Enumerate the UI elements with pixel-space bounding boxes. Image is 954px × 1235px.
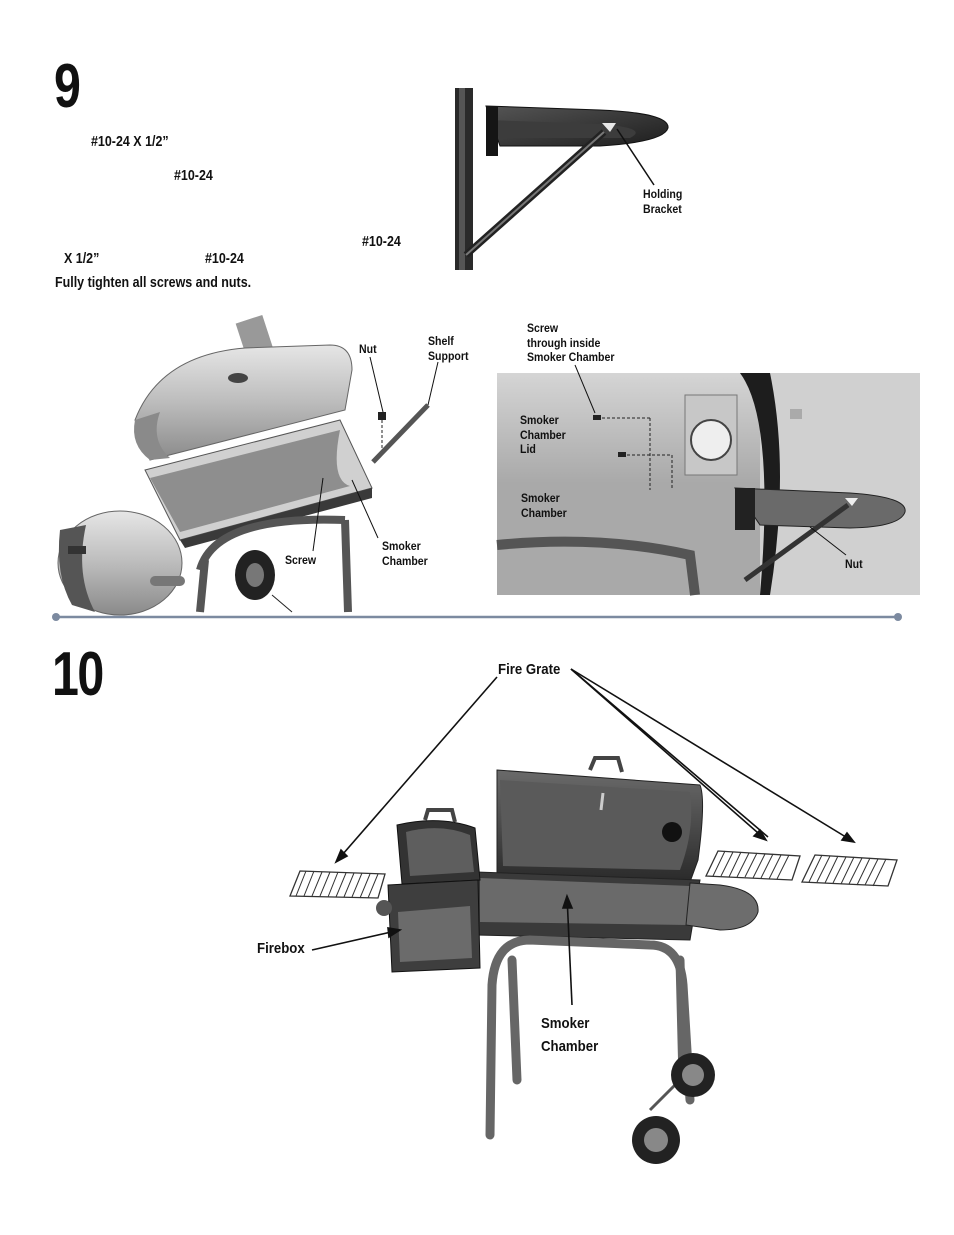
instruction-screw-size-2: X 1/2” — [64, 251, 100, 267]
label-smoker-chamber-left: Smoker Chamber — [382, 539, 428, 568]
step-10-number: 10 — [52, 640, 104, 709]
holding-bracket-image — [455, 88, 669, 270]
label-firebox: Firebox — [257, 940, 305, 957]
smoker-right-image — [496, 364, 920, 596]
label-shelf-support: Shelf Support — [428, 334, 469, 363]
step-9-number: 9 — [54, 52, 81, 121]
label-holding-bracket: Holding Bracket — [643, 187, 683, 216]
label-screw-left: Screw — [285, 553, 317, 567]
instruction-screw-size: #10-24 X 1/2” — [91, 134, 169, 150]
instruction-nut-size: #10-24 — [174, 168, 213, 184]
instruction-tighten: Fully tighten all screws and nuts. — [55, 275, 252, 291]
instruction-nut-size-2: #10-24 — [362, 234, 401, 250]
label-smoker-chamber: Smoker Chamber — [541, 1015, 599, 1055]
label-nut-left: Nut — [359, 342, 377, 356]
smoker-left-image — [57, 314, 439, 616]
label-smoker-chamber-right: Smoker Chamber — [521, 491, 567, 520]
label-smoker-chamber-lid: Smoker Chamber Lid — [520, 413, 566, 456]
grill-assembly-image — [289, 668, 898, 1164]
label-fire-grate: Fire Grate — [498, 661, 561, 678]
instruction-nut-size-3: #10-24 — [205, 251, 244, 267]
label-screw-through: Screw through inside Smoker Chamber — [527, 321, 615, 364]
label-nut-right: Nut — [845, 557, 863, 571]
